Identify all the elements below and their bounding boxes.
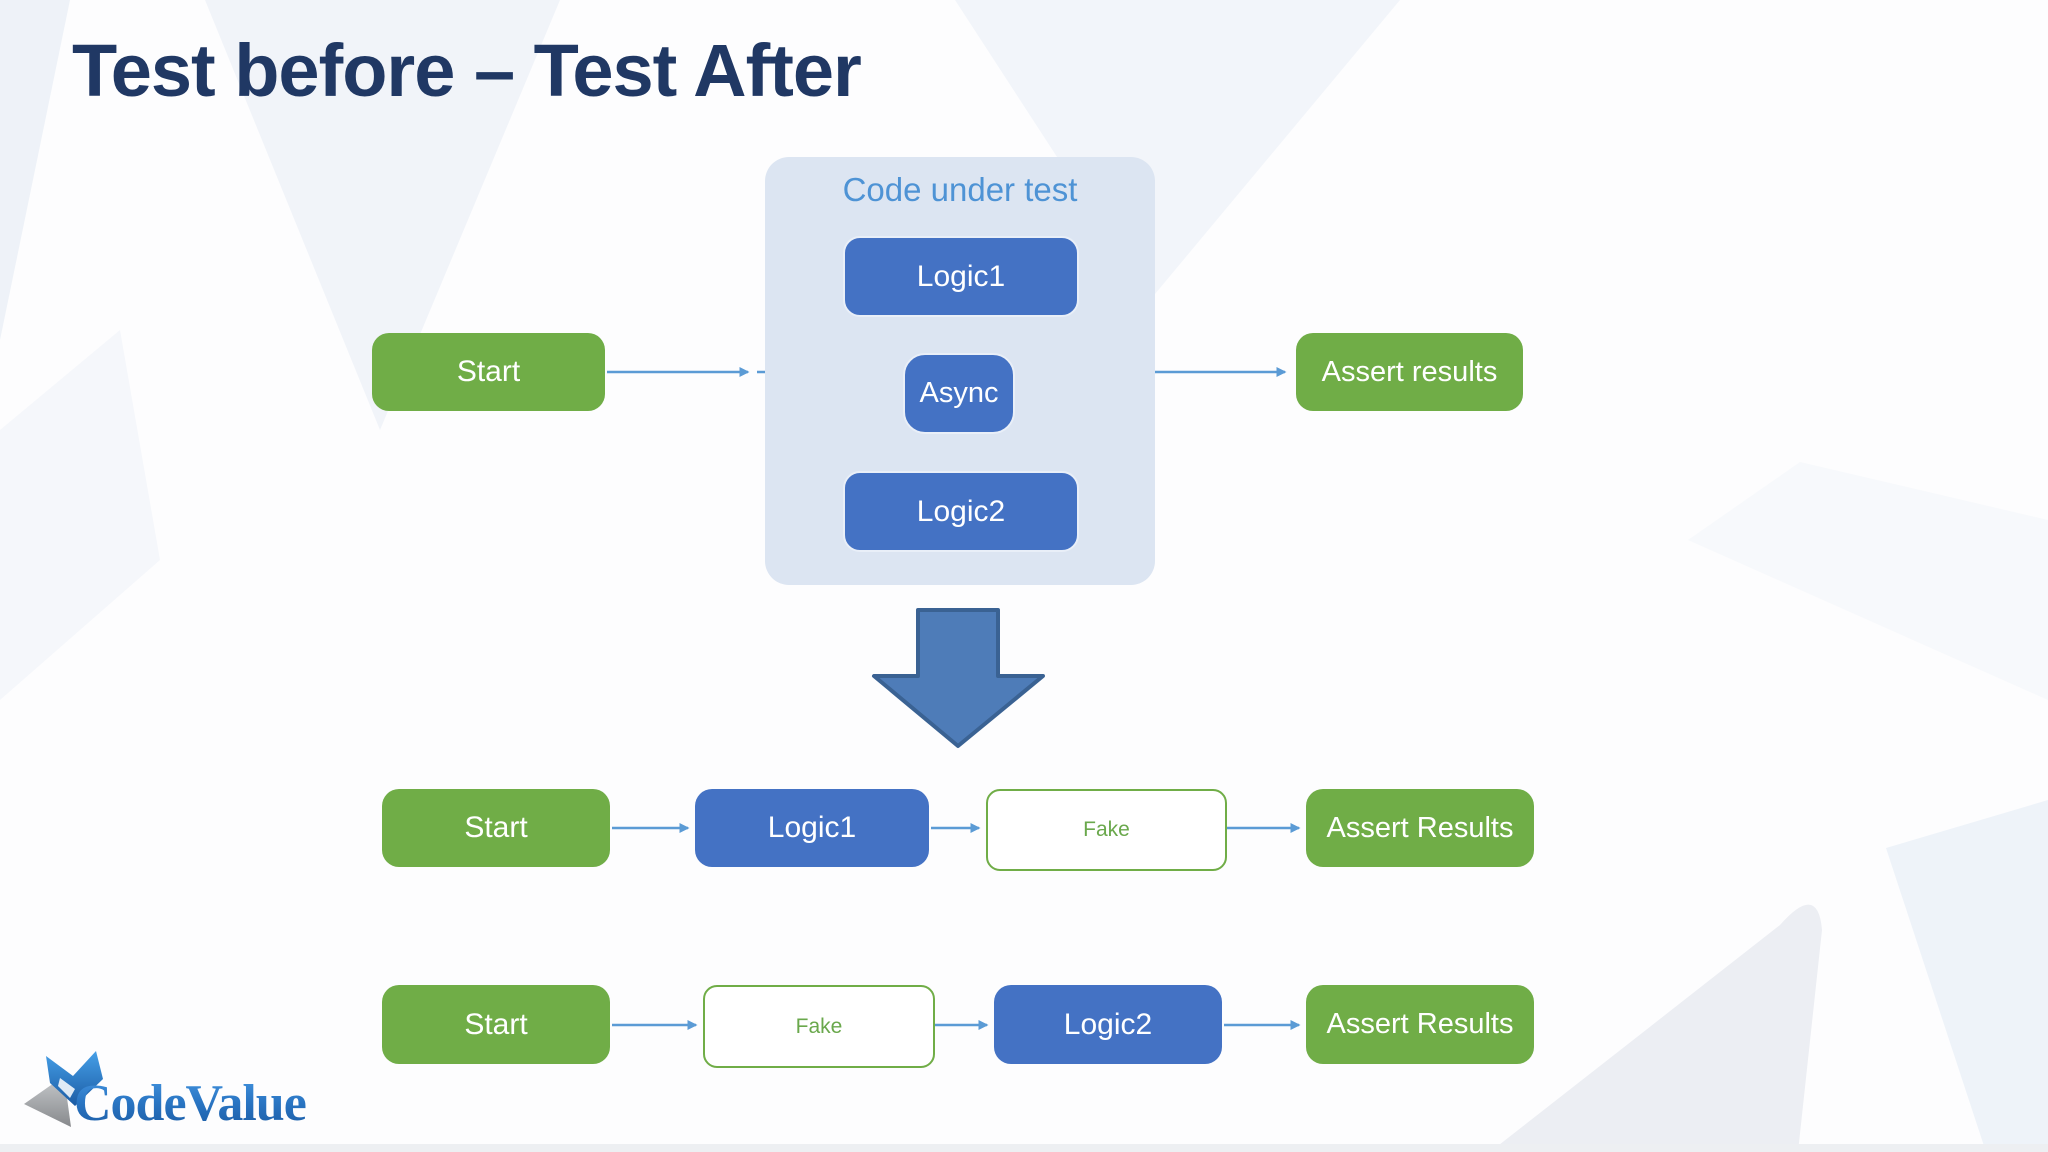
row2-logic2-node: Logic2 (994, 985, 1222, 1064)
top-logic2-node: Logic2 (843, 471, 1079, 552)
row1-logic1-node: Logic1 (695, 789, 929, 867)
row2-assert-results-node: Assert Results (1306, 985, 1534, 1064)
code-under-test-label: Code under test (842, 171, 1078, 208)
top-async-node: Async (903, 353, 1015, 434)
page-title: Test before – Test After (72, 29, 862, 112)
codevalue-logo-icon (24, 1051, 103, 1127)
row1-start-node: Start (382, 789, 610, 867)
row2-fake-node: Fake (703, 985, 935, 1068)
top-start-node: Start (372, 333, 605, 411)
codevalue-logo-text: CodeValue (74, 1075, 307, 1132)
row1-assert-results-node: Assert Results (1306, 789, 1534, 867)
row1-fake-node: Fake (986, 789, 1227, 871)
top-assert-results-node: Assert results (1296, 333, 1523, 411)
row2-start-node: Start (382, 985, 610, 1064)
transform-down-arrow-icon (872, 608, 1045, 748)
top-logic1-node: Logic1 (843, 236, 1079, 317)
